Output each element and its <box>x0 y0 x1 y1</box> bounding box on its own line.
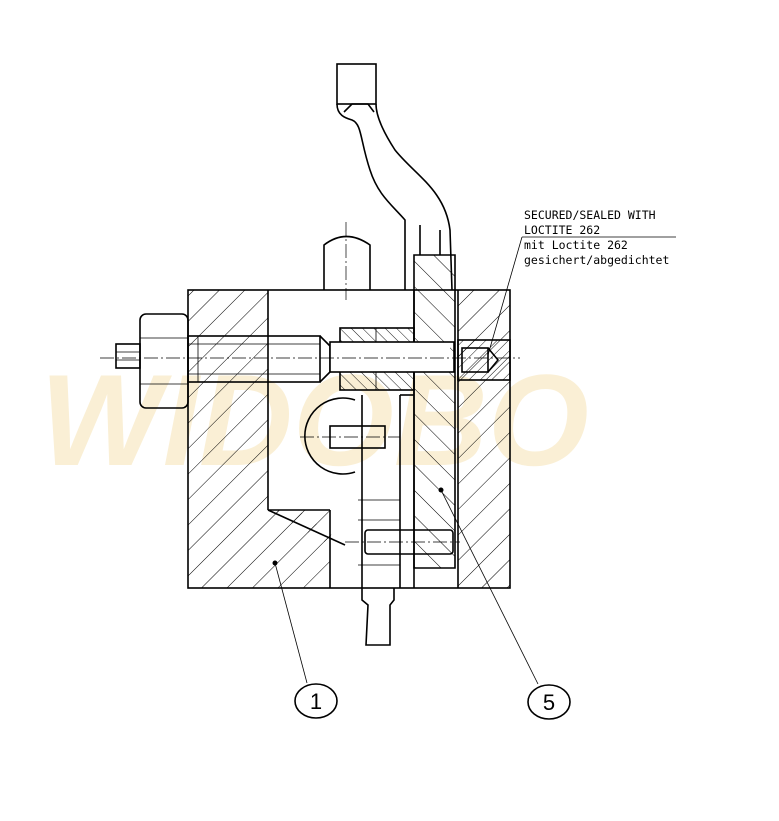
hex-bolt <box>115 313 331 409</box>
slide-plate-part-5 <box>399 254 456 588</box>
callout-1-label: 1 <box>310 689 322 714</box>
set-screw-sealed <box>457 339 511 381</box>
loctite-note: SECURED/SEALED WITH LOCTITE 262 mit Loct… <box>487 208 676 356</box>
shift-lever <box>336 63 453 291</box>
note-line-3: mit Loctite 262 <box>524 238 628 252</box>
note-line-1: SECURED/SEALED WITH <box>524 208 656 222</box>
shaft-stub <box>358 395 400 646</box>
callout-1: 1 <box>272 560 338 719</box>
callout-5: 5 <box>438 487 571 720</box>
detent-ball <box>300 397 400 475</box>
top-pin <box>323 222 371 300</box>
bushing-block <box>329 327 455 391</box>
callout-5-label: 5 <box>543 690 555 715</box>
note-line-4: gesichert/abgedichtet <box>524 253 669 267</box>
note-line-2: LOCTITE 262 <box>524 223 600 237</box>
cross-pin <box>345 529 460 555</box>
